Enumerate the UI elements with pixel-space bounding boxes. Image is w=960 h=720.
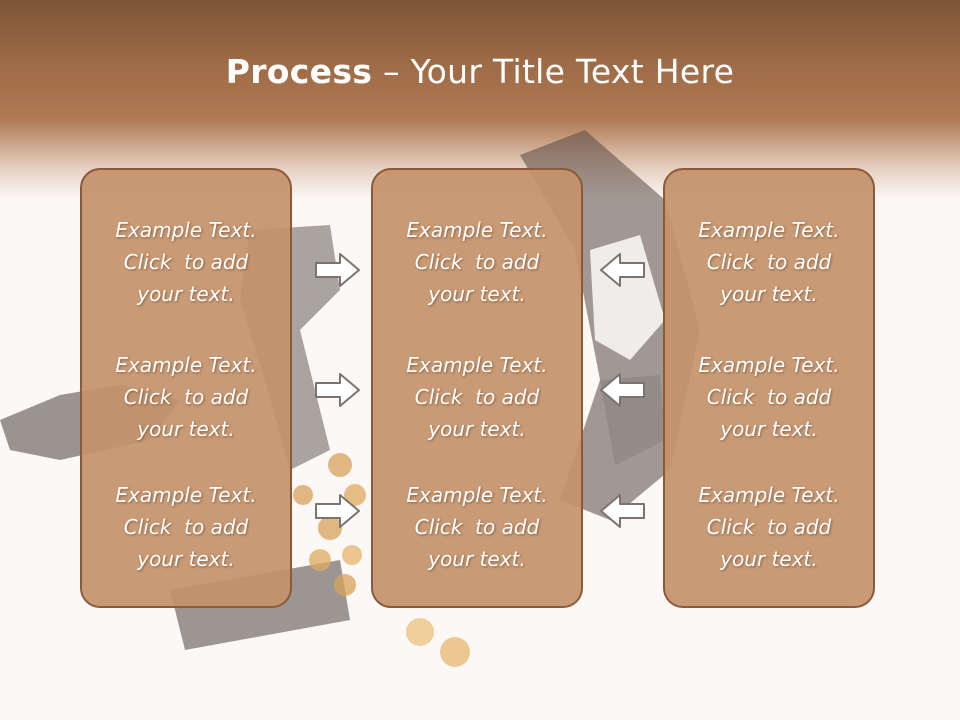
text-block[interactable]: Example Text. Click to add your text. (82, 479, 290, 575)
text-block[interactable]: Example Text. Click to add your text. (665, 214, 873, 310)
text-line: Example Text. (115, 483, 257, 507)
arrow-left-icon (600, 494, 645, 528)
text-line: Click to add (706, 385, 832, 409)
text-block[interactable]: Example Text. Click to add your text. (82, 214, 290, 310)
slide-title[interactable]: Process – Your Title Text Here (0, 52, 960, 91)
arrow-left-icon (600, 373, 645, 407)
arrow-left-icon (600, 253, 645, 287)
text-line: Click to add (414, 250, 540, 274)
text-line: your text. (720, 417, 818, 441)
text-line: Click to add (706, 250, 832, 274)
text-block[interactable]: Example Text. Click to add your text. (373, 214, 581, 310)
text-block[interactable]: Example Text. Click to add your text. (373, 349, 581, 445)
process-panel-3[interactable]: Example Text. Click to add your text. Ex… (663, 168, 875, 608)
text-block[interactable]: Example Text. Click to add your text. (665, 349, 873, 445)
title-bold: Process (225, 52, 373, 91)
text-line: your text. (137, 282, 235, 306)
text-line: Click to add (123, 250, 249, 274)
text-line: Example Text. (115, 218, 257, 242)
text-block[interactable]: Example Text. Click to add your text. (373, 479, 581, 575)
text-block[interactable]: Example Text. Click to add your text. (82, 349, 290, 445)
arrow-right-icon (315, 494, 360, 528)
text-line: Example Text. (698, 218, 840, 242)
process-panel-2[interactable]: Example Text. Click to add your text. Ex… (371, 168, 583, 608)
arrow-right-icon (315, 253, 360, 287)
text-line: Example Text. (406, 218, 548, 242)
text-line: Click to add (706, 515, 832, 539)
text-line: Example Text. (406, 483, 548, 507)
title-rest: – Your Title Text Here (372, 52, 735, 91)
text-line: Click to add (414, 385, 540, 409)
header-band (0, 0, 960, 200)
text-line: Click to add (123, 515, 249, 539)
process-panel-1[interactable]: Example Text. Click to add your text. Ex… (80, 168, 292, 608)
text-line: your text. (720, 282, 818, 306)
text-line: Click to add (414, 515, 540, 539)
text-line: your text. (137, 547, 235, 571)
text-line: Click to add (123, 385, 249, 409)
text-block[interactable]: Example Text. Click to add your text. (665, 479, 873, 575)
text-line: your text. (428, 417, 526, 441)
text-line: your text. (720, 547, 818, 571)
arrow-right-icon (315, 373, 360, 407)
text-line: your text. (428, 547, 526, 571)
text-line: Example Text. (698, 483, 840, 507)
text-line: Example Text. (406, 353, 548, 377)
text-line: your text. (428, 282, 526, 306)
text-line: Example Text. (115, 353, 257, 377)
text-line: your text. (137, 417, 235, 441)
text-line: Example Text. (698, 353, 840, 377)
